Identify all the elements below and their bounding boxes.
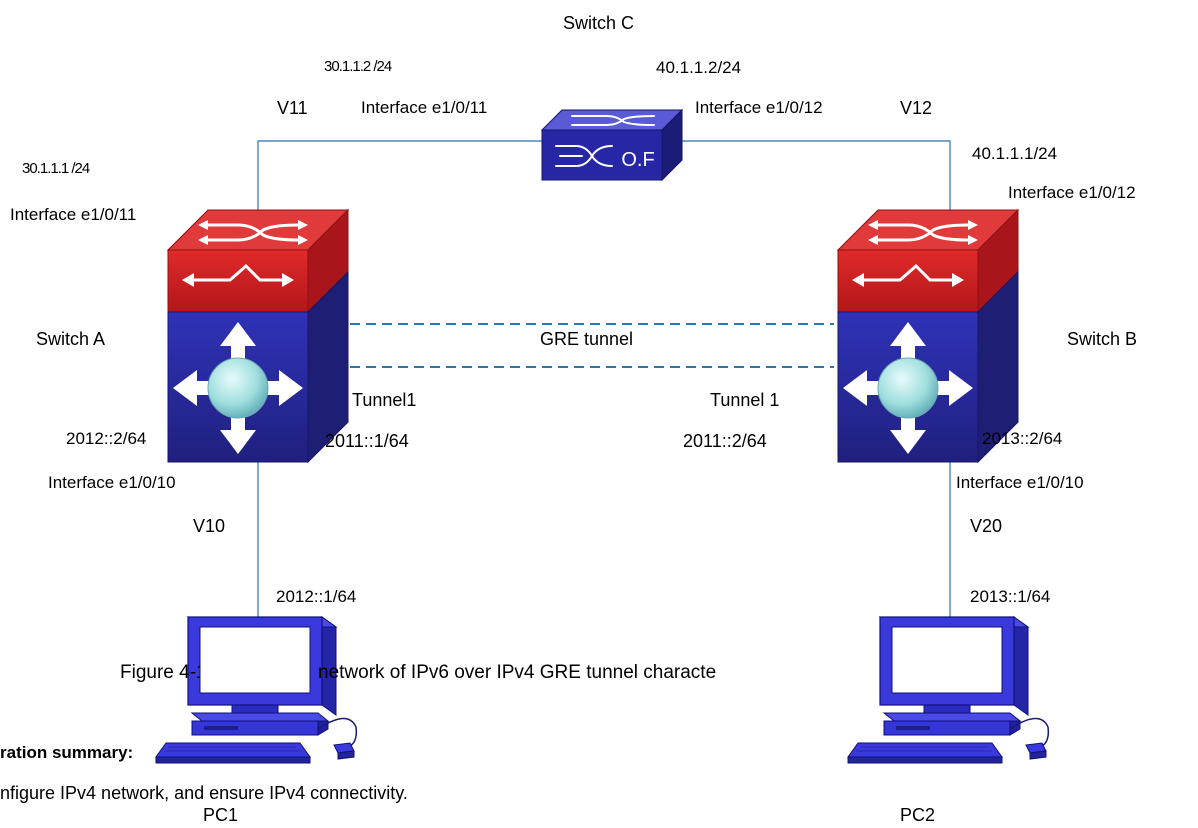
figure-caption-middle: network of IPv6 over IPv4 GRE tunnel cha… <box>318 662 717 683</box>
switch-a-icon <box>166 208 350 464</box>
configuration-summary-title: ration summary: <box>0 743 134 762</box>
pc2-ip: 2013::1/64 <box>970 587 1051 606</box>
switch-b-icon <box>836 208 1020 464</box>
switch-b-downlink-ip: 2013::2/64 <box>982 429 1063 448</box>
pc1-label: PC1 <box>203 805 239 825</box>
vlan-v10-label: V10 <box>193 516 226 536</box>
vlan-v20-label: V20 <box>970 516 1003 536</box>
switch-b-uplink-ip: 40.1.1.1/24 <box>972 144 1058 163</box>
switch-c-label: Switch C <box>563 13 635 33</box>
switch-a-uplink-interface: Interface e1/0/11 <box>10 205 137 224</box>
gre-tunnel-label: GRE tunnel <box>540 329 634 349</box>
figure-caption-left: Figure 4-15 th <box>120 662 239 683</box>
vlan-v11-label: V11 <box>277 98 308 118</box>
switch-b-uplink-interface: Interface e1/0/12 <box>1008 183 1136 202</box>
switch-a-downlink-ip: 2012::2/64 <box>66 429 147 448</box>
tunnel-a-label: Tunnel1 <box>352 390 417 410</box>
switch-c-logo-text: O.F <box>621 149 654 171</box>
switch-c-right-ip: 40.1.1.2/24 <box>656 58 742 77</box>
switch-c-left-interface: Interface e1/0/11 <box>361 98 488 117</box>
switch-b-label: Switch B <box>1067 329 1138 349</box>
switch-c-icon: O.F <box>540 108 684 182</box>
link-switch-c-to-switch-b <box>680 140 951 212</box>
link-switch-a-to-switch-c <box>257 140 542 212</box>
tunnel-b-label: Tunnel 1 <box>710 390 780 410</box>
switch-a-label: Switch A <box>36 329 106 349</box>
switch-c-left-ip: 30.1.1.2 /24 <box>324 58 392 75</box>
switch-a-uplink-ip: 30.1.1.1 /24 <box>22 160 90 177</box>
tunnel-a-ip: 2011::1/64 <box>325 431 409 451</box>
switch-c-right-interface: Interface e1/0/12 <box>695 98 823 117</box>
pc1-ip: 2012::1/64 <box>276 587 357 606</box>
pc2-icon <box>847 616 1050 764</box>
tunnel-b-ip: 2011::2/64 <box>683 431 767 451</box>
gre-tunnel-lines <box>350 323 834 368</box>
switch-a-downlink-interface: Interface e1/0/10 <box>48 473 176 492</box>
pc2-label: PC2 <box>900 805 936 825</box>
configuration-summary-line: nfigure IPv4 network, and ensure IPv4 co… <box>0 783 408 803</box>
switch-b-downlink-interface: Interface e1/0/10 <box>956 473 1084 492</box>
pc1-icon <box>155 616 358 764</box>
vlan-v12-label: V12 <box>900 98 933 118</box>
